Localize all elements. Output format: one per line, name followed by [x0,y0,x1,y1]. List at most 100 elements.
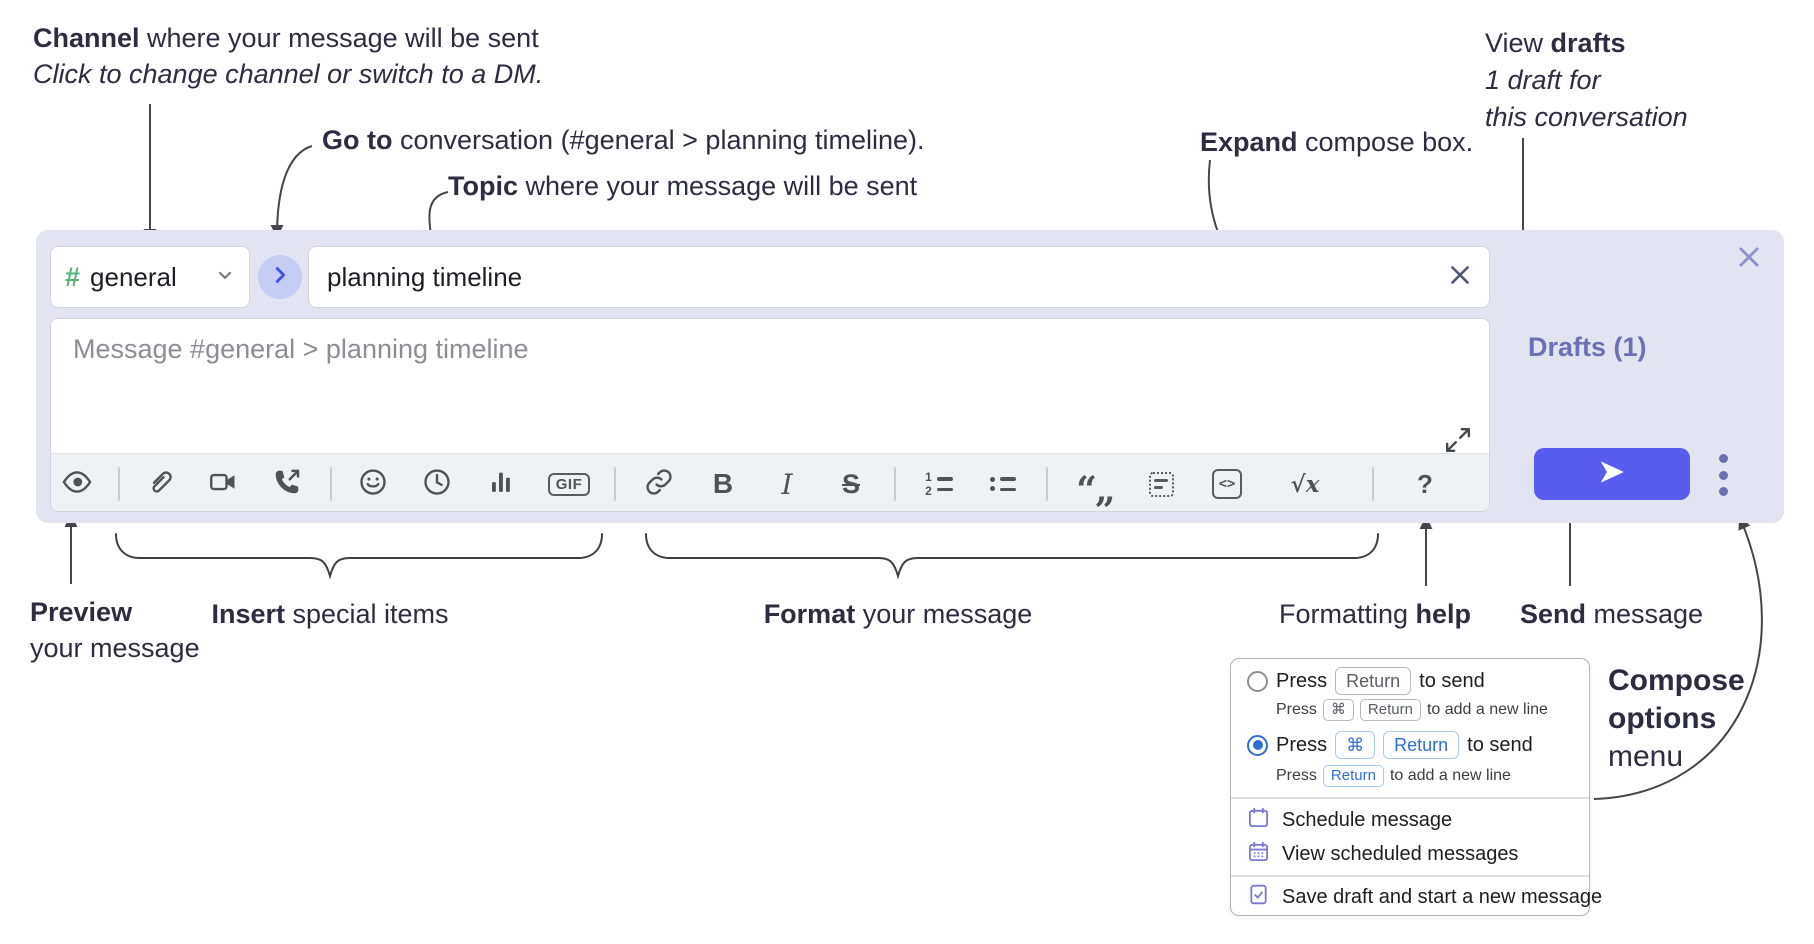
drafts-link[interactable]: Drafts (1) [1528,332,1647,362]
bullet-list-button[interactable] [979,454,1027,511]
message-panel: GIF B I S [50,318,1490,512]
paper-plane-icon [1597,457,1627,492]
annotation-topic: Topic where your message will be sent [448,171,918,201]
annotation-insert: Insert special items [211,599,449,629]
radio-unselected-icon[interactable] [1247,670,1268,692]
return-keycap: Return [1359,699,1421,721]
video-button[interactable] [201,454,245,511]
menu-divider [1231,797,1589,799]
cmd-keycap: ⌘ [1322,699,1354,721]
square-root-x-icon: √x [1290,470,1320,498]
preview-button[interactable] [55,454,99,511]
menu-item-view-scheduled[interactable]: View scheduled messages [1247,837,1579,871]
toolbar-divider [1046,467,1048,501]
calendar-grid-icon [1247,840,1270,869]
poll-button[interactable] [479,454,523,511]
video-camera-icon [208,467,238,502]
send-option-cmd-return-hint: Press Return to add a new line [1276,765,1511,787]
annotation-view-drafts: View drafts 1 draft for this conversatio… [1485,28,1688,132]
strikethrough-button[interactable]: S [829,454,873,511]
compose-options-button[interactable] [1708,452,1738,498]
toolbar-divider [118,467,120,501]
expand-icon[interactable] [1445,427,1471,453]
return-keycap: Return [1335,667,1412,695]
annotation-goto: Go to conversation (#general > planning … [322,125,925,155]
annotation-formatting-help: Formatting help [1278,599,1472,629]
send-option-cmd-return[interactable]: Press ⌘ Return to send [1247,731,1533,759]
bulleted-list-icon [990,476,1016,492]
brace-insert [115,533,603,580]
toolbar-divider [330,467,332,501]
menu-item-schedule[interactable]: Schedule message [1247,803,1579,837]
code-block-button[interactable] [1139,454,1183,511]
annotation-format: Format your message [763,599,1033,629]
formatting-help-button[interactable]: ? [1403,454,1447,511]
call-button[interactable] [265,454,309,511]
eye-icon [61,466,93,503]
chain-link-icon [644,467,674,502]
topic-clear-icon[interactable] [1447,262,1473,293]
blockquote-button[interactable]: “„ [1073,454,1117,511]
annotation-expand: Expand compose box. [1200,127,1474,157]
compose-options-menu: Press Return to send Press ⌘ Return to a… [1230,658,1602,916]
composer-toolbar: GIF B I S [51,453,1489,511]
send-button[interactable] [1534,448,1690,500]
dotted-code-block-icon [1148,471,1174,497]
channel-name: general [90,261,177,292]
bold-button[interactable]: B [701,454,745,511]
formula-button[interactable]: √x [1279,454,1331,511]
toolbar-divider [614,467,616,501]
return-keycap: Return [1383,731,1460,759]
send-option-return[interactable]: Press Return to send [1247,667,1485,695]
return-keycap: Return [1322,765,1384,787]
toolbar-divider [894,467,896,501]
annotation-send: Send message [1520,599,1704,629]
goto-conversation-button[interactable] [258,255,302,299]
send-option-return-hint: Press ⌘ Return to add a new line [1276,699,1548,721]
compose-box: # general [36,230,1784,523]
inline-code-button[interactable]: <> [1205,454,1249,511]
chevron-right-icon [269,264,291,291]
calendar-icon [1247,806,1270,835]
bar-chart-icon [486,467,516,502]
italic-button[interactable]: I [765,454,809,511]
gif-icon: GIF [547,472,591,496]
channel-hash-icon: # [65,261,81,292]
annotation-preview: Preview your message [30,597,200,663]
menu-item-save-draft[interactable]: Save draft and start a new message [1247,880,1602,914]
clock-button[interactable] [415,454,459,511]
topic-field[interactable] [308,246,1490,308]
question-mark-icon: ? [1417,468,1433,499]
gif-button[interactable]: GIF [543,454,595,511]
angle-brackets-icon: <> [1212,469,1242,499]
message-area[interactable] [51,319,1489,453]
link-button[interactable] [637,454,681,511]
message-input[interactable] [71,333,975,366]
italic-icon: I [781,467,793,501]
annotation-channel: Channel where your message will be sent … [33,23,544,89]
chevron-down-icon [215,265,235,290]
toolbar-divider [1372,467,1374,501]
double-quotes-icon: “„ [1076,469,1115,511]
smiley-icon [358,467,388,502]
brace-format [645,533,1379,580]
phone-outgoing-icon [272,467,302,502]
bold-icon: B [712,468,734,499]
radio-selected-icon[interactable] [1247,734,1268,756]
cmd-keycap: ⌘ [1335,731,1376,759]
channel-selector[interactable]: # general [50,246,250,308]
annotation-compose-options: Compose options menu [1608,664,1745,773]
attachment-button[interactable] [137,454,181,511]
arrow-goto [270,145,313,238]
close-compose-button[interactable] [1736,244,1762,270]
strikethrough-icon: S [841,468,860,499]
clock-icon [422,467,452,502]
document-check-icon [1247,883,1270,912]
vertical-ellipsis-icon [1718,454,1728,463]
paperclip-icon [144,467,174,502]
topic-input[interactable] [325,260,1447,294]
emoji-button[interactable] [351,454,395,511]
